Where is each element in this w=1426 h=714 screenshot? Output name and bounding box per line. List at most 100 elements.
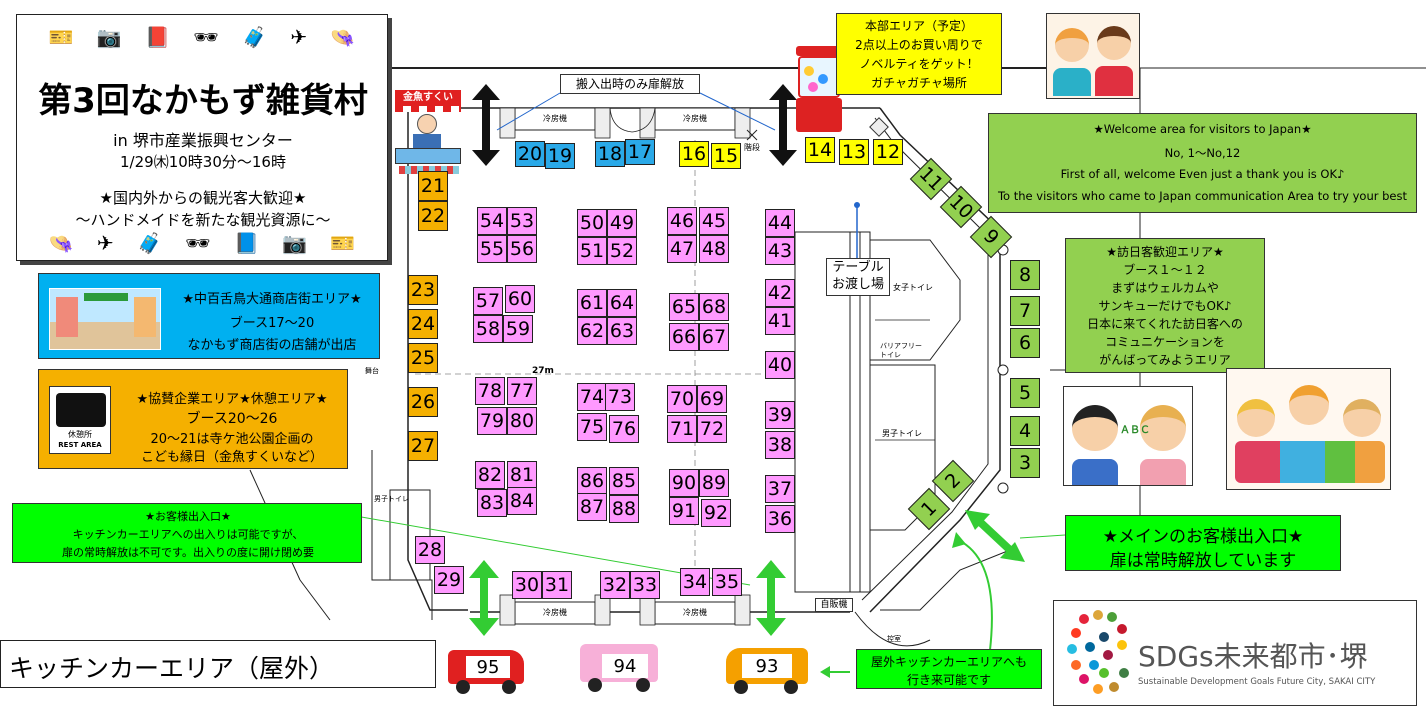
booth-92: 92 — [701, 499, 731, 527]
truck-wheel — [636, 678, 650, 692]
barrier-free-label: バリアフリートイレ — [880, 342, 922, 359]
booth-8: 8 — [1010, 260, 1040, 290]
booth-36: 36 — [765, 505, 795, 533]
welcome-en-line-1: ★Welcome area for visitors to Japan★ — [1093, 122, 1312, 136]
goldfish-stall-sign: 金魚すくい — [395, 90, 461, 106]
suitcase-icon: 🧳 — [136, 231, 162, 255]
booth-20: 20 — [515, 141, 545, 167]
booth-84: 84 — [507, 487, 537, 515]
language-conversation-illustration: ＡＢＣ — [1063, 386, 1193, 486]
kitchen-booth-95: 95 — [466, 656, 510, 678]
booth-49: 49 — [607, 209, 637, 237]
main-entrance-line-1: ★メインのお客様出入口★ — [1102, 527, 1304, 547]
rest-en-label: REST AREA — [58, 441, 102, 449]
booth-39: 39 — [765, 401, 795, 429]
gacha-ball-1 — [804, 66, 814, 76]
booth-22: 22 — [418, 201, 448, 231]
kitchen-car-94-icon: 94 — [580, 642, 658, 692]
stair-label: 階段 — [744, 143, 760, 152]
person-head — [1097, 26, 1131, 60]
shopping-street-desc: なかもず商店街の店舗が出店 — [187, 338, 357, 353]
booth-71: 71 — [667, 415, 697, 443]
ticket-icon: 🎫 — [330, 231, 356, 255]
booth-15: 15 — [711, 143, 741, 169]
welcome-jp-line-1: ★訪日客歓迎エリア★ — [1106, 245, 1224, 259]
sdgs-logo-panel: SDGs未来都市･堺 Sustainable Development Goals… — [1053, 600, 1417, 706]
customer-entrance-line-2: 扉の常時解放は不可です。出入りの度に開け閉め要 — [62, 546, 314, 559]
tagline-1: ★国内外からの観光客大歓迎★ — [99, 189, 307, 207]
table-label-line-2: お渡し場 — [831, 277, 884, 292]
person-head — [1140, 405, 1186, 451]
booth-27: 27 — [408, 431, 438, 461]
person-body — [1095, 66, 1133, 96]
kitchen-booth-93: 93 — [742, 654, 792, 678]
hq-line-2: 2点以上のお買い周りで — [855, 38, 983, 52]
booth-48: 48 — [699, 235, 729, 263]
sdgs-wheel-icon — [1067, 610, 1129, 694]
booth-59: 59 — [503, 315, 533, 343]
booth-80: 80 — [507, 407, 537, 435]
kitchen-car-95-icon: 95 — [448, 646, 524, 694]
booth-5: 5 — [1010, 378, 1040, 408]
booth-23: 23 — [408, 275, 438, 305]
waiting-room-label: 控室 — [887, 635, 901, 643]
outdoor-note-line-2: 行き来可能です — [906, 673, 991, 687]
kitchen-booth-94: 94 — [602, 654, 648, 678]
person-head — [1343, 399, 1381, 437]
booth-37: 37 — [765, 475, 795, 503]
booth-24: 24 — [408, 309, 438, 339]
booth-41: 41 — [765, 307, 795, 335]
booth-51: 51 — [577, 237, 607, 265]
booth-16: 16 — [679, 141, 709, 167]
person-body — [1072, 459, 1118, 485]
booth-25: 25 — [408, 343, 438, 373]
booth-69: 69 — [697, 385, 727, 413]
shopping-street-booths: ブース17～20 — [229, 316, 315, 331]
gacha-top — [796, 46, 842, 56]
truck-wheel — [588, 678, 602, 692]
booth-52: 52 — [607, 237, 637, 265]
booth-50: 50 — [577, 209, 607, 237]
booth-6: 6 — [1010, 328, 1040, 358]
airplane-icon: ✈ — [290, 25, 308, 49]
booth-26: 26 — [408, 387, 438, 417]
sponsor-rest-panel: 休憩所 REST AREA ★協賛企業エリア★休憩エリア★ ブース20～26 2… — [38, 369, 348, 469]
goldfish-stall-icon: 金魚すくい — [393, 90, 463, 175]
kitchen-car-label-text: キッチンカーエリア（屋外） — [9, 654, 335, 683]
gacha-machine-icon — [796, 46, 842, 134]
booth-78: 78 — [475, 377, 505, 405]
hq-area-panel: 本部エリア（予定） 2点以上のお買い周りで ノベルティをゲット！ ガチャガチャ場… — [836, 13, 1002, 95]
person-head — [1055, 28, 1089, 62]
person-head — [1237, 399, 1275, 437]
shopping-street-icon — [49, 288, 161, 350]
booth-77: 77 — [507, 377, 537, 405]
customer-entrance-panel: ★お客様出入口★ キッチンカーエリアへの出入りは可能ですが、 扉の常時解放は不可… — [12, 503, 362, 563]
person-body — [1053, 68, 1091, 96]
booth-85: 85 — [609, 467, 639, 495]
booth-56: 56 — [507, 235, 537, 263]
booth-13: 13 — [839, 139, 869, 165]
womens-toilet-label: 女子トイレ — [893, 283, 933, 292]
customer-entrance-heading: ★お客様出入口★ — [145, 510, 231, 523]
booth-19: 19 — [545, 143, 575, 169]
kitchen-car-93-icon: 93 — [726, 646, 808, 694]
booth-75: 75 — [577, 413, 607, 441]
person-head — [1289, 385, 1329, 425]
booth-21: 21 — [418, 171, 448, 201]
booth-46: 46 — [667, 207, 697, 235]
gacha-ball-2 — [818, 74, 828, 84]
aircon-label-1: 冷房機 — [543, 114, 567, 123]
booth-81: 81 — [507, 461, 537, 489]
datetime-text: 1/29㈭10時30分～16時 — [120, 153, 286, 171]
mens-toilet-label: 男子トイレ — [882, 429, 922, 438]
booth-82: 82 — [475, 461, 505, 489]
shopping-people-illustration — [1226, 368, 1391, 490]
booth-87: 87 — [577, 493, 607, 521]
booth-62: 62 — [577, 317, 607, 345]
booth-74: 74 — [577, 383, 607, 411]
welcome-jp-line-7: がんばってみようエリア — [1099, 353, 1231, 367]
stall-awning — [395, 106, 461, 112]
booth-73: 73 — [605, 383, 635, 411]
sponsor-heading: ★協賛企業エリア★休憩エリア★ — [136, 392, 328, 407]
